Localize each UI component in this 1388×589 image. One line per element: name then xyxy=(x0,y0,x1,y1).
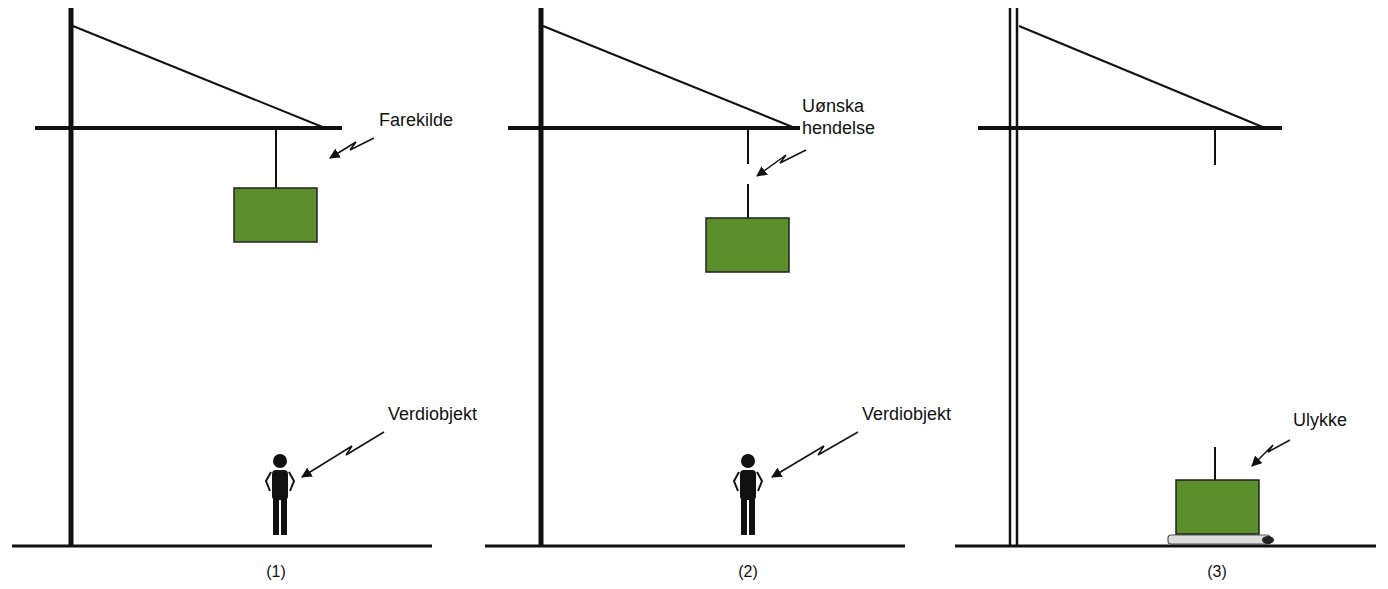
lightning-arrow xyxy=(772,432,858,477)
person-figure xyxy=(266,454,294,535)
broken-rope xyxy=(747,184,749,218)
person-head xyxy=(273,454,287,468)
person-leg xyxy=(749,498,755,535)
ground-line xyxy=(485,545,905,548)
lightning-arrow xyxy=(757,150,806,176)
crane-mast xyxy=(1009,8,1012,546)
person-torso xyxy=(272,470,288,500)
crane-boom xyxy=(508,126,812,130)
person-leg xyxy=(281,498,287,535)
crane-mast xyxy=(69,8,74,546)
crane-mast xyxy=(539,8,544,546)
person-figure xyxy=(734,454,762,535)
crane-mast xyxy=(1016,8,1019,546)
person-arms xyxy=(266,472,294,491)
person-head xyxy=(741,454,755,468)
broken-rope xyxy=(1214,447,1216,480)
person-torso xyxy=(740,470,756,500)
load-box xyxy=(1176,480,1259,534)
hoist-rope xyxy=(275,128,277,188)
panel-3 xyxy=(955,8,1376,546)
callout-label: Ulykke xyxy=(1291,410,1349,432)
broken-rope xyxy=(1214,128,1216,165)
ground-line xyxy=(12,545,432,548)
panel-number: (2) xyxy=(736,562,760,581)
person-arms xyxy=(734,472,762,491)
load-box xyxy=(234,188,317,242)
person-leg xyxy=(273,498,279,535)
lightning-arrow xyxy=(330,138,374,158)
panel-2 xyxy=(485,8,905,546)
lightning-arrow xyxy=(1252,440,1290,466)
person-leg xyxy=(741,498,747,535)
crushed-person-head xyxy=(1262,536,1274,544)
load-box xyxy=(706,218,789,272)
ground-line xyxy=(955,545,1376,548)
panel-number: (3) xyxy=(1205,562,1229,581)
crane-stay xyxy=(1019,26,1265,128)
crane-stay xyxy=(543,26,795,128)
lightning-arrow xyxy=(302,432,384,477)
broken-rope xyxy=(747,128,749,164)
panel-1 xyxy=(12,8,432,546)
panel-number: (1) xyxy=(264,562,288,581)
crane-boom xyxy=(35,126,342,130)
callout-label: Verdiobjekt xyxy=(860,404,953,426)
callout-label: Uønska hendelse xyxy=(800,96,888,139)
crane-boom xyxy=(978,126,1282,130)
callout-label: Verdiobjekt xyxy=(386,404,479,426)
crane-stay xyxy=(73,26,325,128)
crushed-person xyxy=(1168,535,1270,544)
callout-label: Farekilde xyxy=(377,110,455,132)
